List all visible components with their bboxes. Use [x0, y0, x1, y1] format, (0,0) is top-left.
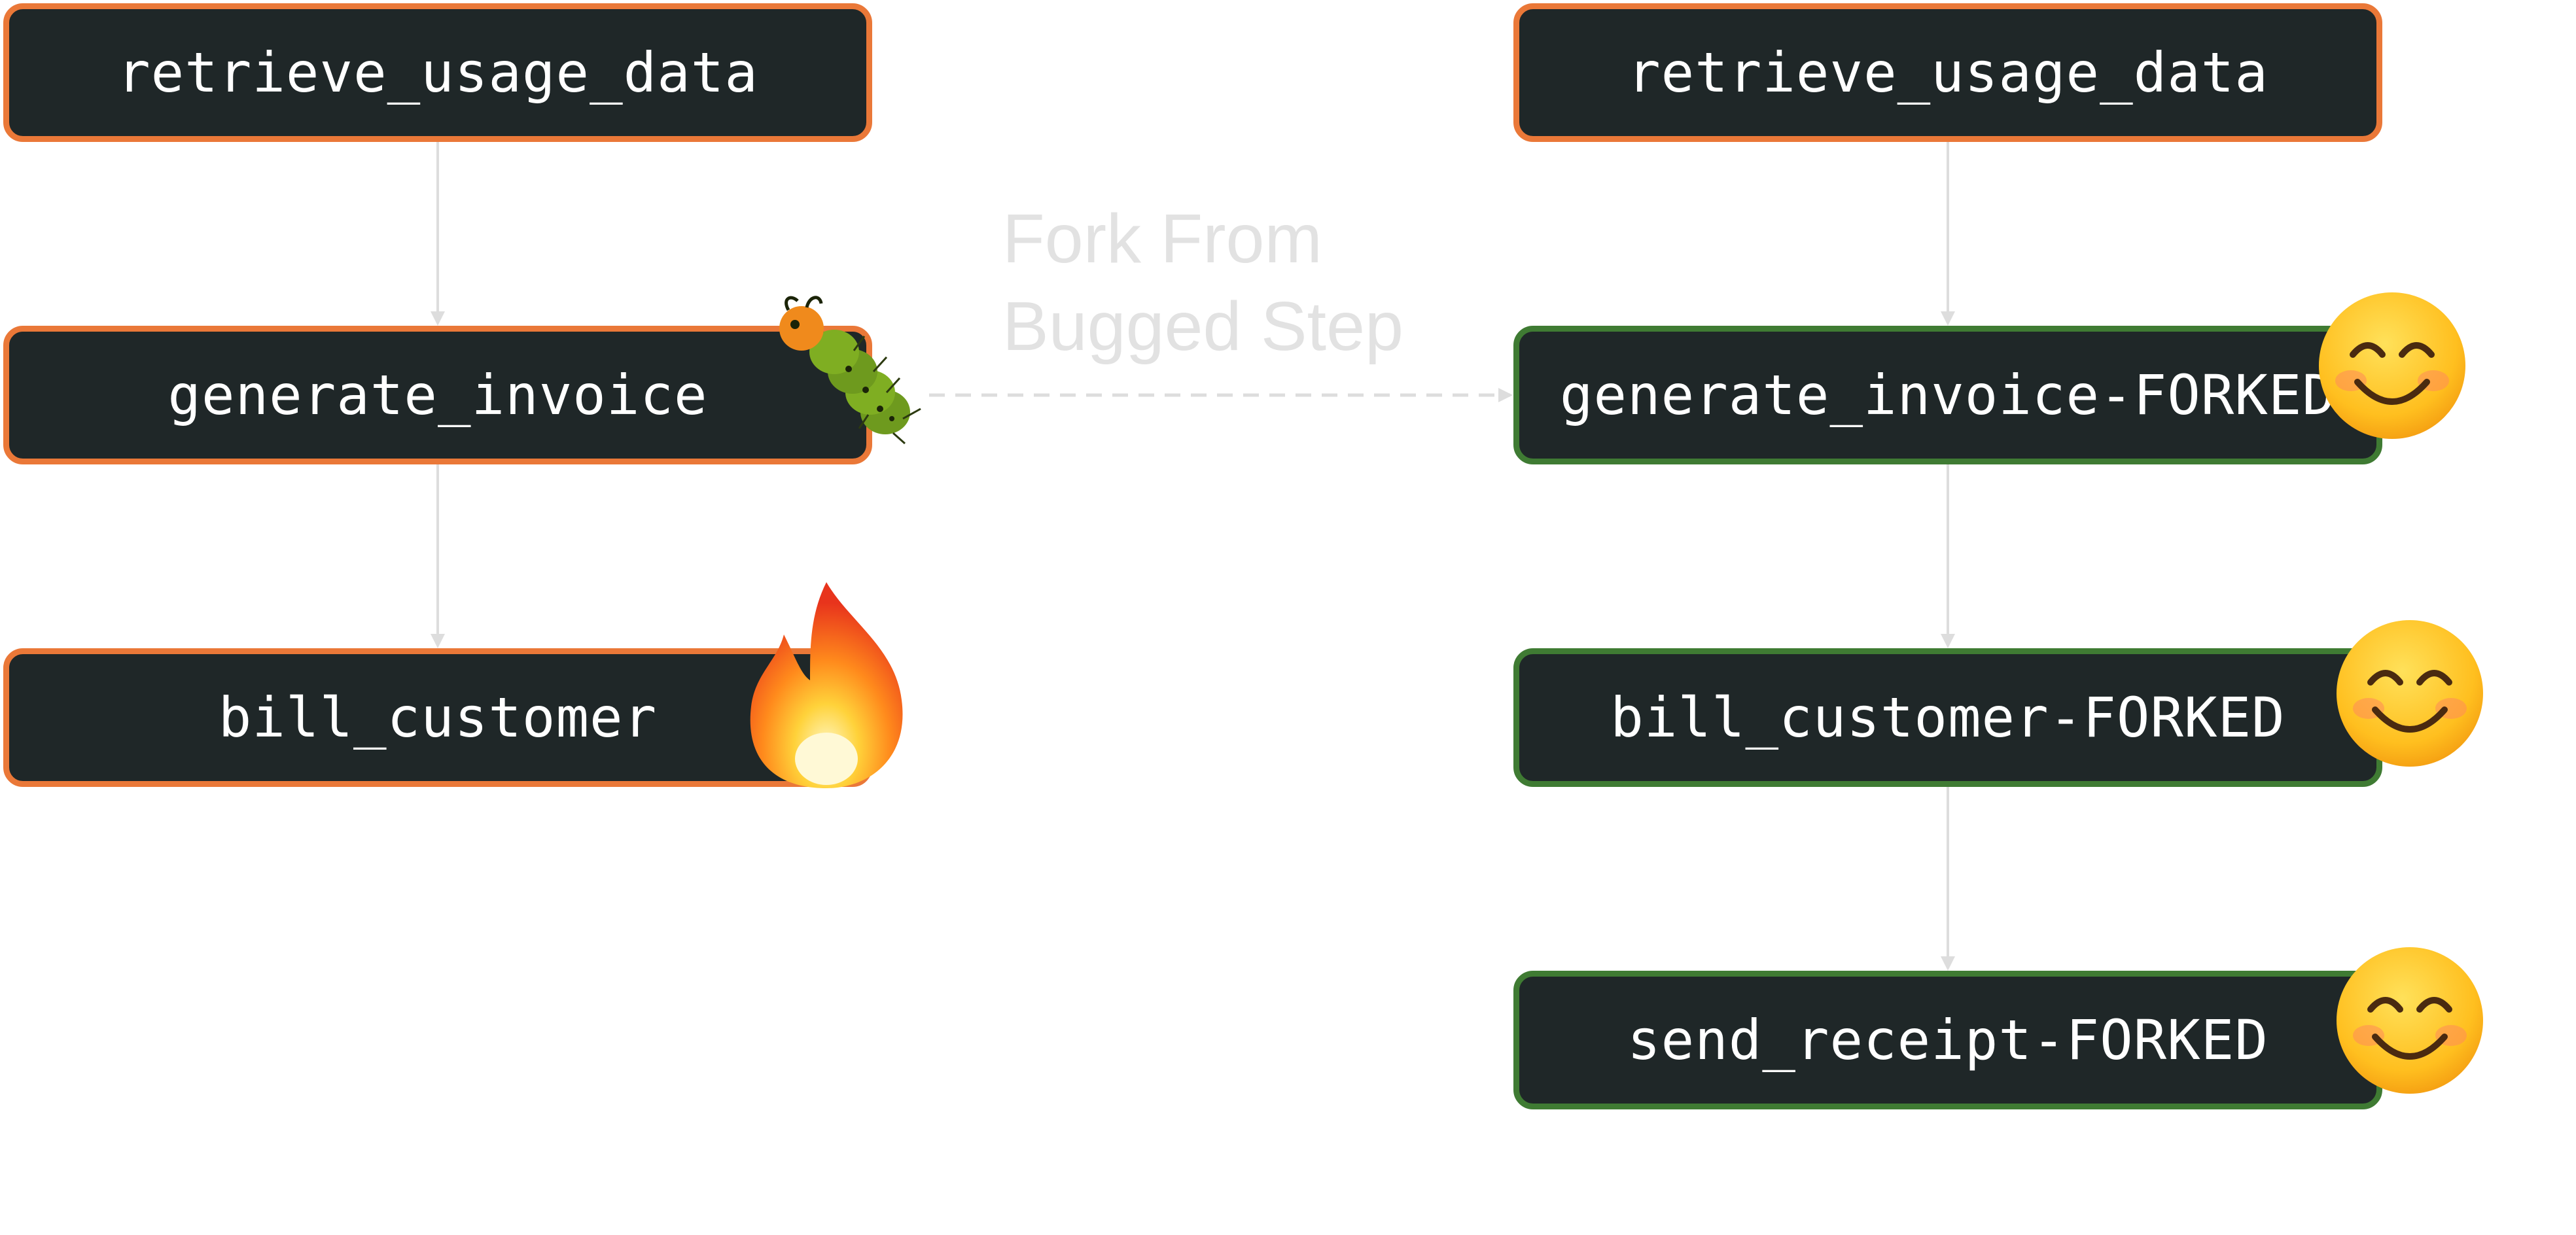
original-step-retrieve-usage-data[interactable]: retrieve_usage_data [3, 3, 872, 142]
forked-step-send-receipt[interactable]: send_receipt-FORKED [1513, 971, 2382, 1109]
smiley-icon [2319, 292, 2465, 439]
smiley-icon [2337, 947, 2483, 1094]
step-label: bill_customer [218, 686, 658, 750]
fork-edge-label-line1: Fork From [1002, 200, 1322, 277]
step-label: send_receipt-FORKED [1627, 1008, 2268, 1072]
original-step-generate-invoice[interactable]: generate_invoice [3, 326, 872, 464]
step-label: retrieve_usage_data [1627, 41, 2268, 105]
original-step-bill-customer[interactable]: bill_customer [3, 648, 872, 787]
fork-edge-label-line2: Bugged Step [1002, 288, 1403, 365]
step-label: retrieve_usage_data [117, 41, 758, 105]
step-label: generate_invoice [168, 363, 708, 427]
forked-flow-step-retrieve-usage-data[interactable]: retrieve_usage_data [1513, 3, 2382, 142]
forked-step-generate-invoice[interactable]: generate_invoice-FORKED [1513, 326, 2382, 464]
smiley-icon [2337, 620, 2483, 767]
step-label: generate_invoice-FORKED [1559, 363, 2337, 427]
step-label: bill_customer-FORKED [1610, 686, 2285, 750]
forked-step-bill-customer[interactable]: bill_customer-FORKED [1513, 648, 2382, 787]
fire-icon [750, 582, 903, 788]
fork-edge-label: Fork From Bugged Step [1002, 195, 1403, 370]
bug-icon [779, 296, 921, 445]
